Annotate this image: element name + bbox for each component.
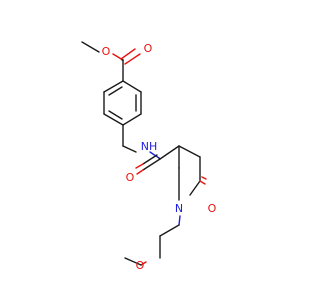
molecule-structure: O O NH O N O O: [81, 41, 217, 272]
atom-amide-carbonyl-o: O: [126, 171, 135, 184]
bond-ring-inner-1: [108, 86, 123, 96]
atom-lactam-o: O: [208, 202, 217, 215]
atom-amide-nh: NH: [141, 140, 158, 153]
bond-lactam-double-2: [201, 176, 207, 180]
bond-ch2-to-ch2: [159, 224, 180, 237]
bond-pip-3: [189, 180, 201, 196]
bond-amide-c-double-2: [142, 154, 158, 165]
bond-carbonyl-double-1: [120, 48, 136, 60]
bond-amide-c-to-ring: [159, 145, 180, 160]
atom-ester-carbonyl-o: O: [144, 42, 153, 55]
bond-ring-1: [122, 80, 142, 93]
bond-lactam-double-1: [199, 180, 206, 185]
atom-ester-ether-o: O: [102, 45, 111, 58]
bond-amide-c-double-1: [142, 158, 161, 171]
molecule-canvas: O O NH O N O O: [81, 41, 217, 272]
bond-ring-4: [103, 113, 124, 126]
bond-pip-1: [178, 145, 201, 158]
bond-o-to-ch3-2: [124, 257, 142, 266]
bond-o-to-ch3-1: [140, 261, 147, 266]
bond-ring-6: [103, 80, 124, 93]
bond-ring-inner-3: [108, 110, 123, 120]
bond-n-to-ch2: [178, 215, 181, 226]
atom-methoxy-o: O: [136, 259, 145, 272]
bond-ring-3: [122, 113, 142, 126]
atom-ring-n: N: [175, 202, 183, 215]
bond-carbonyl-double-2: [124, 53, 141, 65]
bond-nh-to-carbonyl: [149, 151, 160, 159]
bond-methyl-ester-o: [81, 41, 100, 53]
bond-amide-c-double-2b: [135, 163, 144, 169]
bond-ch2-to-nh: [122, 145, 137, 153]
bond-amide-c-double-1b: [136, 169, 144, 175]
